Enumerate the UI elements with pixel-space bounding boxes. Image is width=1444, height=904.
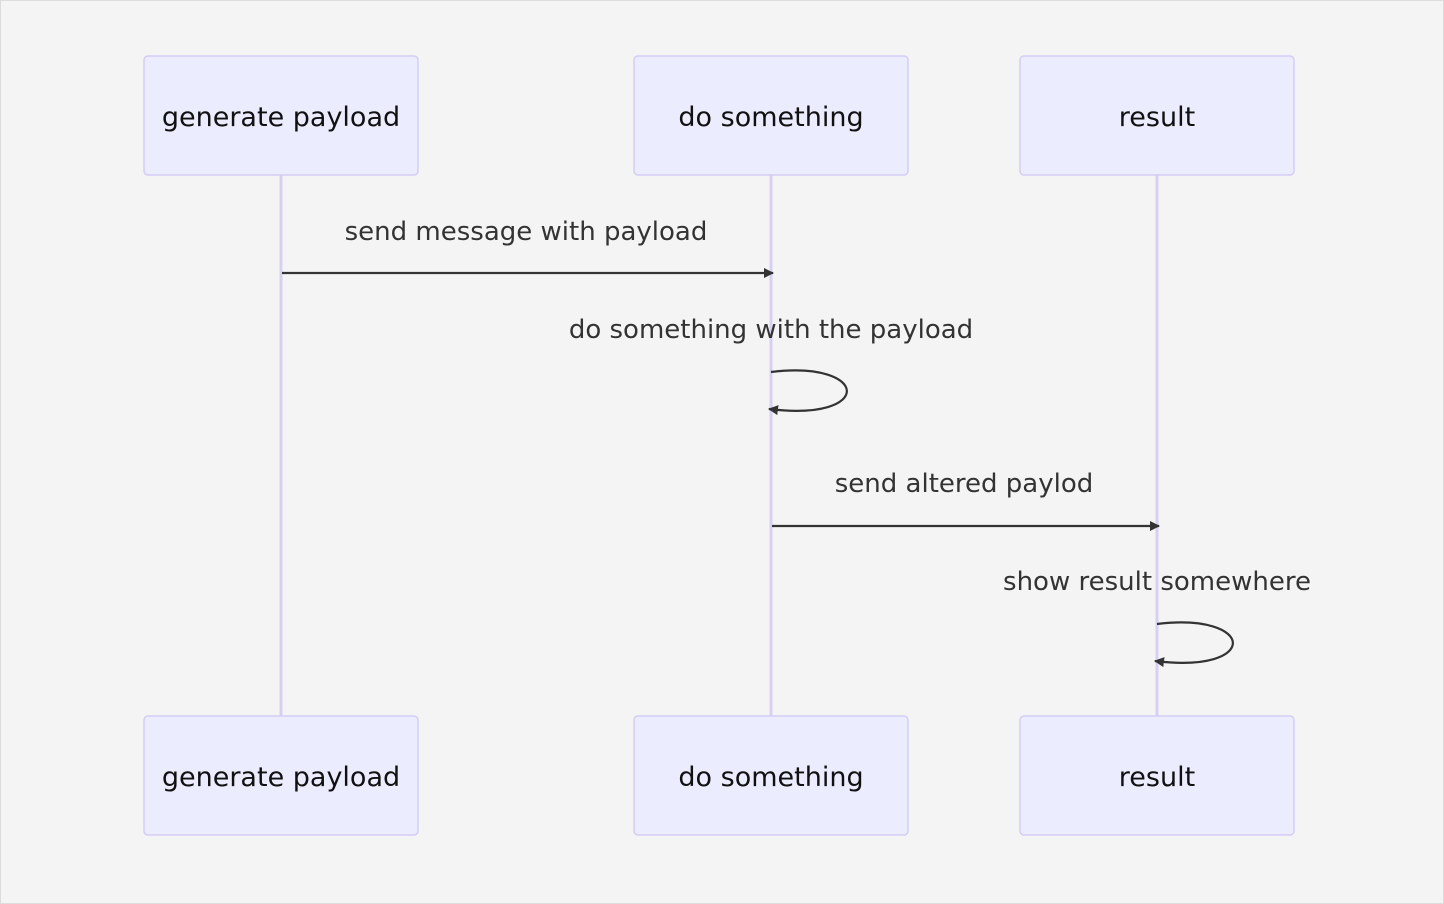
message-label-show-result: show result somewhere xyxy=(1003,567,1311,597)
message-label-send-altered: send altered paylod xyxy=(835,469,1093,499)
message-label-do-something-with-payload: do something with the payload xyxy=(569,315,973,345)
actor-label: result xyxy=(1119,762,1195,793)
actor-top-result: result xyxy=(1019,55,1295,176)
self-loop-arrow-do-something xyxy=(768,369,848,416)
actor-bottom-result: result xyxy=(1019,715,1295,836)
actor-top-do-something: do something xyxy=(633,55,909,176)
actor-label: generate payload xyxy=(162,762,400,793)
actor-bottom-generate-payload: generate payload xyxy=(143,715,419,836)
actor-label: result xyxy=(1119,102,1195,133)
actor-label: do something xyxy=(678,102,863,133)
actor-bottom-do-something: do something xyxy=(633,715,909,836)
actor-label: generate payload xyxy=(162,102,400,133)
actor-top-generate-payload: generate payload xyxy=(143,55,419,176)
self-loop-arrow-result xyxy=(1154,621,1234,668)
message-label-send-message: send message with payload xyxy=(345,217,708,247)
actor-label: do something xyxy=(678,762,863,793)
